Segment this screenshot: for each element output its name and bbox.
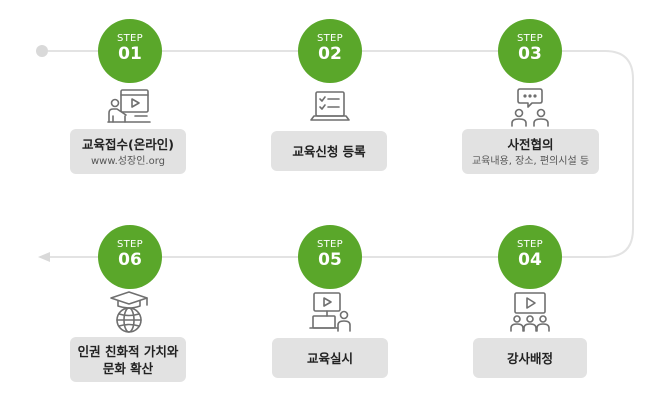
step-badge: STEP 03 (498, 19, 562, 83)
step-box: 사전협의 교육내용, 장소, 편의시설 등 (462, 129, 599, 174)
step-title: 교육실시 (306, 350, 353, 366)
step-title: 강사배정 (506, 350, 553, 366)
step-box: 교육신청 등록 (271, 131, 387, 171)
step-number: 01 (118, 44, 142, 64)
step-badge: STEP 06 (98, 225, 162, 289)
step-number: 03 (518, 44, 542, 64)
step-title-line-2: 문화 확산 (102, 360, 154, 376)
step-number: 05 (318, 250, 342, 270)
step-number: 04 (518, 250, 542, 270)
flow-start-dot (36, 45, 48, 57)
step-badge: STEP 01 (98, 19, 162, 83)
step-number: 06 (118, 250, 142, 270)
flow-connector (48, 50, 634, 258)
step-label: STEP (116, 239, 143, 250)
step-subtitle: 교육내용, 장소, 편의시설 등 (471, 155, 590, 167)
step-title: 인권 친화적 가치와 문화 확산 (78, 343, 179, 377)
step-box: 교육접수(온라인) www.성장인.org (70, 129, 186, 174)
step-subtitle: www.성장인.org (91, 155, 165, 167)
step-label: STEP (516, 33, 543, 44)
step-label: STEP (316, 239, 343, 250)
step-label: STEP (316, 33, 343, 44)
step-box: 강사배정 (473, 338, 587, 378)
step-badge: STEP 05 (298, 225, 362, 289)
meeting-chat-icon (511, 88, 549, 127)
online-lecture-icon (107, 89, 151, 123)
step-title-line-1: 인권 친화적 가치와 (77, 343, 179, 359)
step-label: STEP (516, 239, 543, 250)
step-title: 교육신청 등록 (292, 143, 366, 159)
audience-video-icon (510, 292, 550, 332)
step-box: 인권 친화적 가치와 문화 확산 (70, 337, 186, 382)
step-label: STEP (116, 33, 143, 44)
step-title: 교육접수(온라인) (82, 136, 174, 152)
presenter-screen-icon (309, 292, 351, 332)
step-badge: STEP 02 (298, 19, 362, 83)
step-box: 교육실시 (272, 338, 388, 378)
flow-end-arrow (38, 252, 50, 262)
graduation-globe-icon (110, 291, 148, 333)
laptop-checklist-icon (310, 91, 350, 121)
step-title: 사전협의 (507, 136, 554, 152)
step-badge: STEP 04 (498, 225, 562, 289)
step-number: 02 (318, 44, 342, 64)
